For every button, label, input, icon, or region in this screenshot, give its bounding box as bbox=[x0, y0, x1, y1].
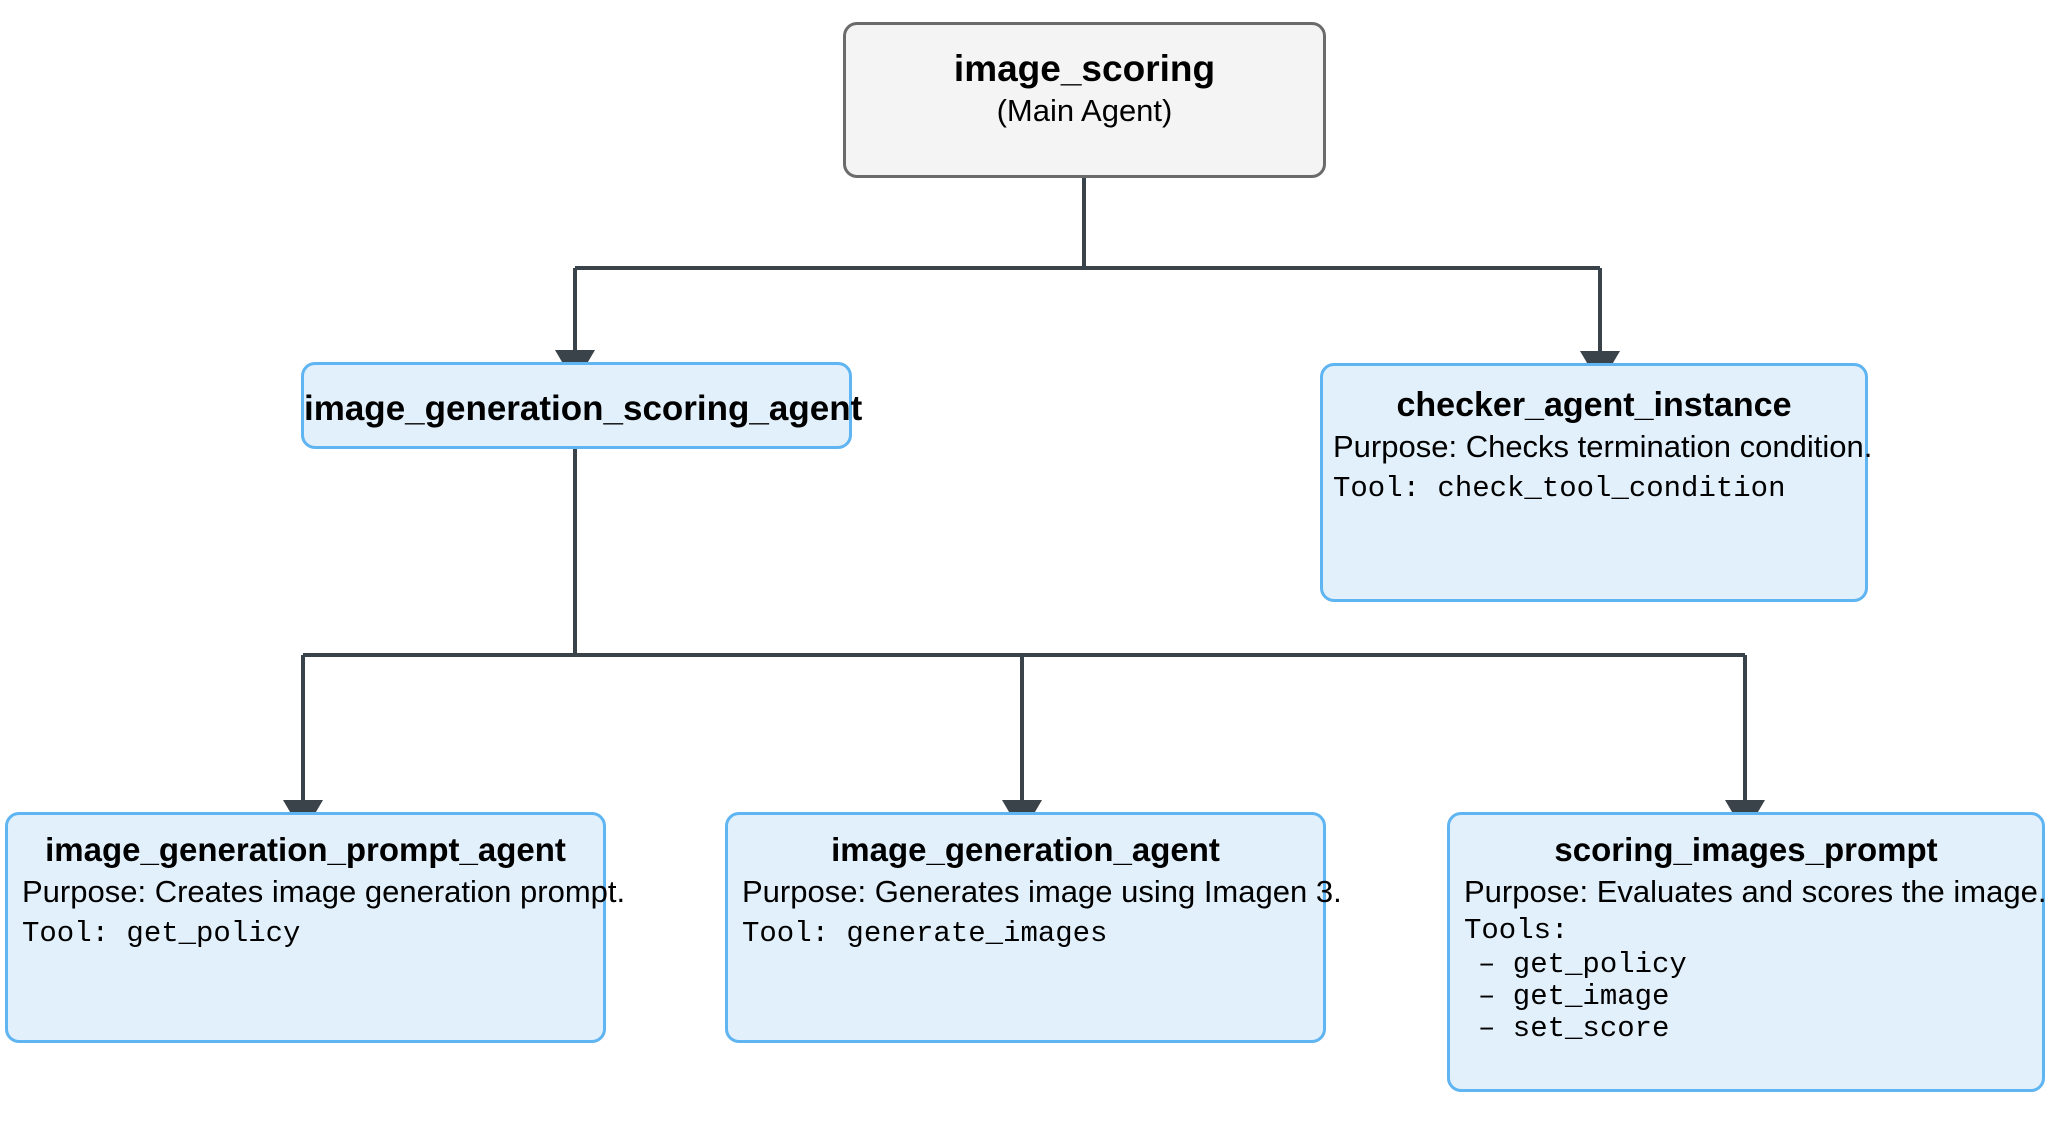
node-image-generation-scoring-agent[interactable]: image_generation_scoring_agent bbox=[301, 362, 862, 449]
node-image-generation-agent[interactable]: image_generation_agent Purpose: Generate… bbox=[725, 812, 1342, 1043]
node-scoring-images-prompt[interactable]: scoring_images_prompt Purpose: Evaluates… bbox=[1447, 812, 2047, 1092]
node-subtitle: (Main Agent) bbox=[996, 93, 1173, 128]
node-title: scoring_images_prompt bbox=[1554, 831, 1938, 868]
node-tool-list: – get_policy– get_image– set_score bbox=[1464, 949, 2036, 1045]
tool-name: generate_images bbox=[846, 917, 1108, 950]
node-body: Purpose: Checks termination condition. T… bbox=[1323, 426, 1873, 510]
node-checker-agent-instance[interactable]: checker_agent_instance Purpose: Checks t… bbox=[1320, 363, 1873, 602]
tool-list-item: – set_score bbox=[1478, 1012, 1670, 1045]
node-tools-label: Tools: bbox=[1464, 914, 1569, 947]
node-body: Purpose: Generates image using Imagen 3.… bbox=[728, 871, 1342, 955]
node-title: checker_agent_instance bbox=[1396, 386, 1792, 424]
node-tool-line: Tool: check_tool_condition bbox=[1333, 468, 1857, 510]
node-purpose: Purpose: Creates image generation prompt… bbox=[22, 874, 626, 909]
node-tool-line: Tool: get_policy bbox=[22, 913, 597, 955]
tool-name: get_policy bbox=[126, 917, 301, 950]
node-tool-line: Tool: generate_images bbox=[742, 913, 1317, 955]
tool-list-item: – get_image bbox=[1478, 980, 1670, 1013]
tool-label: Tool: bbox=[742, 917, 847, 950]
node-title: image_scoring bbox=[953, 48, 1216, 89]
node-body: Purpose: Evaluates and scores the image.… bbox=[1450, 871, 2047, 1045]
tool-label: Tool: bbox=[1333, 472, 1438, 505]
node-image-scoring[interactable]: image_scoring (Main Agent) bbox=[843, 22, 1326, 178]
node-body: Purpose: Creates image generation prompt… bbox=[8, 871, 626, 955]
tool-label: Tool: bbox=[22, 917, 127, 950]
node-purpose: Purpose: Evaluates and scores the image. bbox=[1464, 874, 2047, 909]
tool-name: check_tool_condition bbox=[1437, 472, 1786, 505]
node-title: image_generation_prompt_agent bbox=[45, 831, 566, 868]
tool-list-item: – get_policy bbox=[1478, 948, 1687, 981]
node-title: image_generation_scoring_agent bbox=[304, 389, 863, 428]
node-title: image_generation_agent bbox=[831, 831, 1220, 868]
node-purpose: Purpose: Generates image using Imagen 3. bbox=[742, 874, 1342, 909]
node-purpose: Purpose: Checks termination condition. bbox=[1333, 429, 1873, 464]
node-image-generation-prompt-agent[interactable]: image_generation_prompt_agent Purpose: C… bbox=[5, 812, 626, 1043]
